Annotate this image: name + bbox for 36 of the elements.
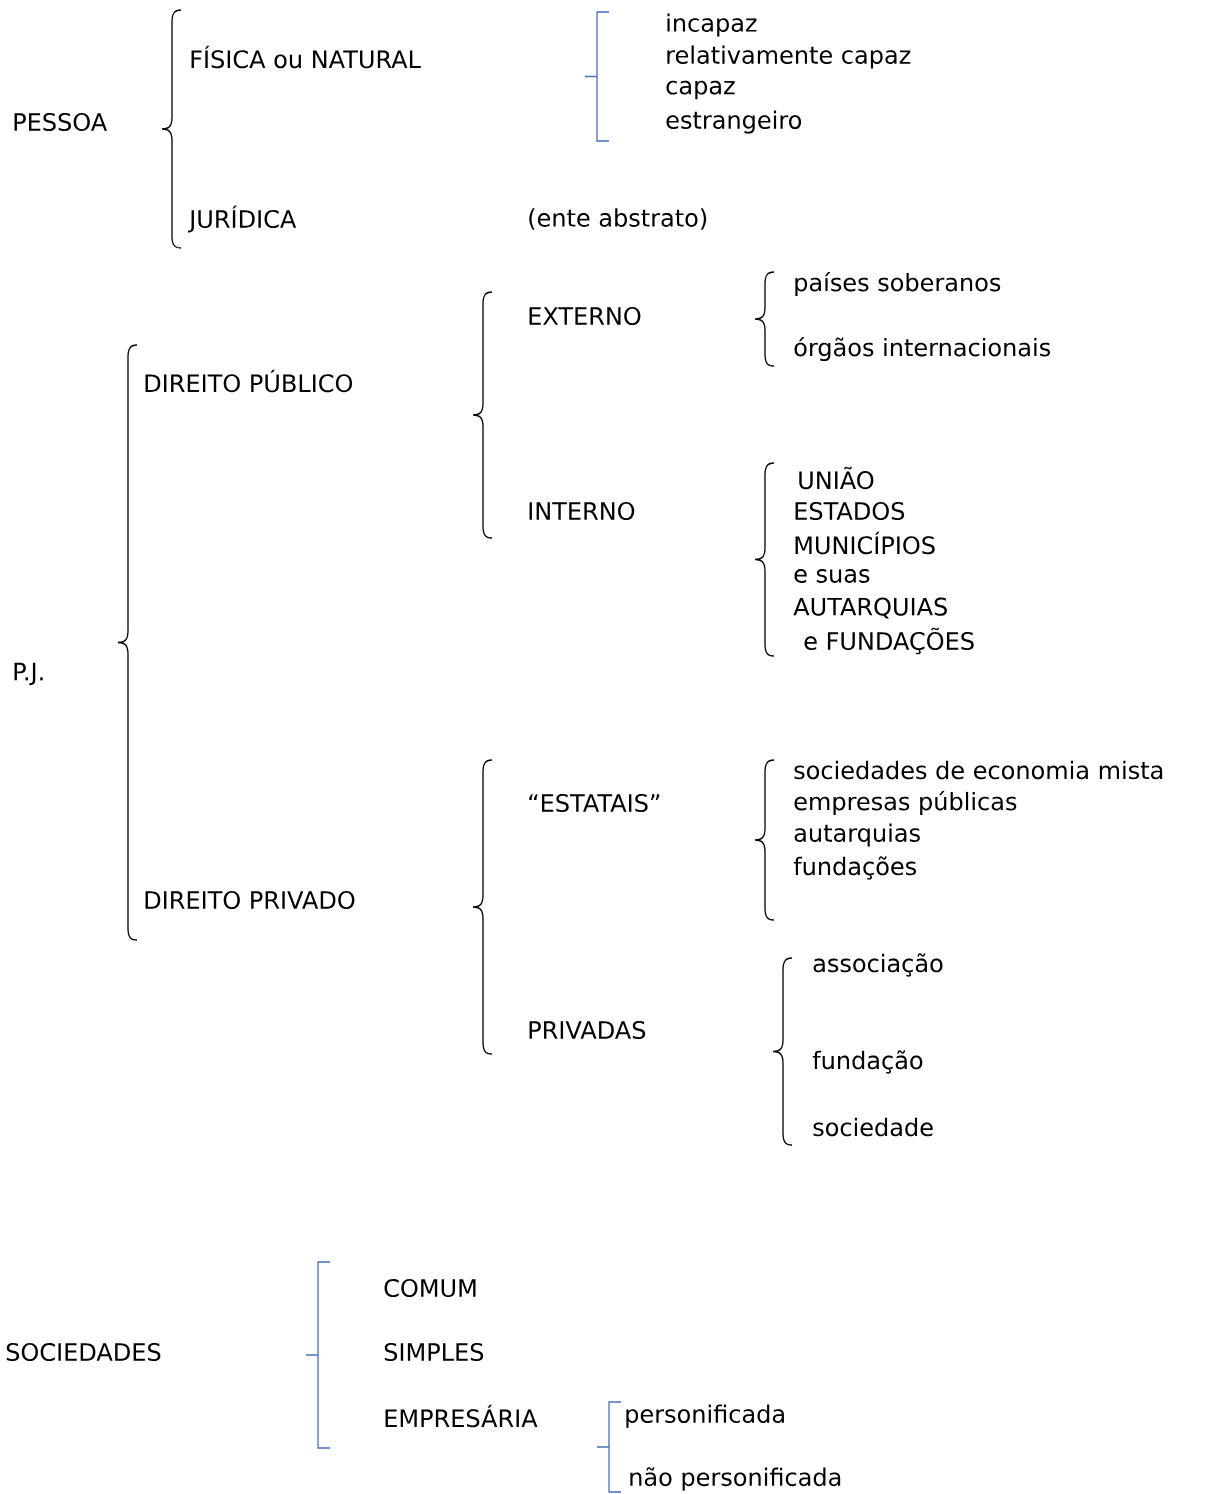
- category-label: empresas públicas: [794, 790, 1017, 816]
- category-label: personificada: [626, 1404, 784, 1428]
- category-label: JURÍDICA: [187, 205, 297, 233]
- category-label: (ente abstrato): [529, 208, 707, 230]
- category-label: fundações: [793, 856, 916, 880]
- category-label: ESTADOS: [795, 501, 905, 521]
- category-label: UNIÃO: [799, 466, 874, 490]
- category-label: países soberanos: [795, 271, 1001, 297]
- category-label: capaz: [666, 80, 735, 100]
- category-label: AUTARQUIAS: [793, 597, 947, 619]
- category-label: COMUM: [384, 1278, 476, 1298]
- category-label: PESSOA: [14, 112, 107, 132]
- category-label: sociedade: [813, 1117, 933, 1137]
- category-label: sociedades de economia mista: [794, 760, 1163, 780]
- category-label: EXTERNO: [529, 306, 641, 326]
- category-label: DIREITO PRIVADO: [145, 890, 355, 910]
- category-label: INTERNO: [529, 501, 635, 521]
- category-label: órgãos internacionais: [794, 336, 1051, 362]
- category-label: associação: [813, 953, 943, 977]
- category-label: FÍSICA ou NATURAL: [191, 45, 421, 69]
- category-label: fundação: [812, 1050, 923, 1074]
- category-label: e suas: [794, 569, 870, 583]
- category-label: SIMPLES: [384, 1342, 484, 1362]
- category-label: “ESTATAIS”: [529, 793, 660, 813]
- category-label: e FUNDAÇÕES: [804, 627, 974, 655]
- category-label: DIREITO PÚBLICO: [145, 369, 353, 393]
- category-label: PRIVADAS: [529, 1020, 646, 1040]
- category-label: relativamente capaz: [667, 45, 911, 69]
- category-label: P.J.: [14, 662, 43, 686]
- category-label: incapaz: [667, 13, 757, 37]
- category-label: SOCIEDADES: [6, 1342, 161, 1362]
- category-label: EMPRESÁRIA: [385, 1404, 538, 1428]
- category-label: estrangeiro: [666, 110, 802, 134]
- category-label: autarquias: [794, 823, 920, 847]
- category-label: não personificada: [630, 1467, 841, 1491]
- category-label: MUNICÍPIOS: [795, 531, 935, 555]
